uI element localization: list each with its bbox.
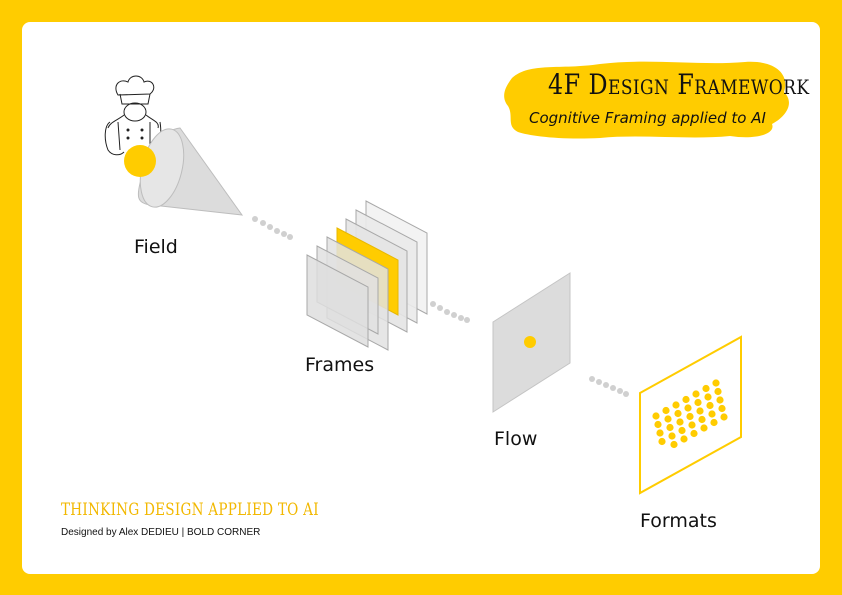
format-dot: [658, 437, 666, 446]
format-dot: [702, 384, 710, 393]
stage-label-formats: Formats: [640, 510, 717, 532]
connector-dots-field-frames: [252, 216, 293, 240]
footer-tagline: THINKING DESIGN APPLIED TO AI: [61, 500, 319, 520]
format-dot: [656, 429, 664, 437]
format-dot: [694, 398, 702, 407]
format-dot: [688, 421, 696, 429]
format-dot: [678, 426, 686, 435]
format-dot: [686, 412, 694, 421]
format-dot: [706, 401, 714, 410]
format-dot: [670, 440, 678, 449]
footer-credit: Designed by Alex DEDIEU | BOLD CORNER: [61, 527, 261, 538]
format-dot: [696, 407, 704, 415]
format-dot: [684, 404, 692, 412]
frame-panel: [306, 254, 369, 348]
format-dot: [718, 404, 726, 413]
connector-dots-flow-formats: [589, 376, 629, 397]
format-dot: [654, 420, 662, 429]
format-dot: [676, 418, 684, 426]
format-dot: [692, 390, 700, 398]
format-dot: [672, 401, 680, 409]
format-dot: [652, 412, 660, 420]
format-dot: [704, 393, 712, 401]
format-dot: [714, 387, 722, 396]
format-dot: [708, 410, 716, 418]
formats-dot-grid: [652, 379, 728, 449]
format-dot: [710, 418, 718, 427]
format-dot: [712, 379, 720, 387]
format-dot: [690, 429, 698, 438]
format-dot: [716, 396, 724, 404]
page-title: 4F Design Framework: [548, 68, 810, 101]
format-dot: [666, 423, 674, 432]
field-yellow-dot: [124, 145, 156, 177]
connector-dots-frames-flow: [430, 301, 470, 323]
stage-label-flow: Flow: [494, 428, 538, 450]
format-dot: [664, 415, 672, 423]
format-dot: [698, 415, 706, 424]
frames-stack: [306, 200, 428, 351]
stage-label-field: Field: [134, 236, 178, 258]
format-dot: [662, 406, 670, 415]
format-dot: [720, 413, 728, 421]
format-dot: [682, 395, 690, 404]
page-subtitle: Cognitive Framing applied to AI: [529, 109, 766, 127]
stage-label-frames: Frames: [305, 354, 375, 376]
format-dot: [674, 409, 682, 418]
flow-yellow-dot: [524, 336, 536, 348]
title-brush-stroke: [504, 61, 789, 139]
format-dot: [700, 424, 708, 432]
format-dot: [668, 432, 676, 440]
format-dot: [680, 435, 688, 443]
